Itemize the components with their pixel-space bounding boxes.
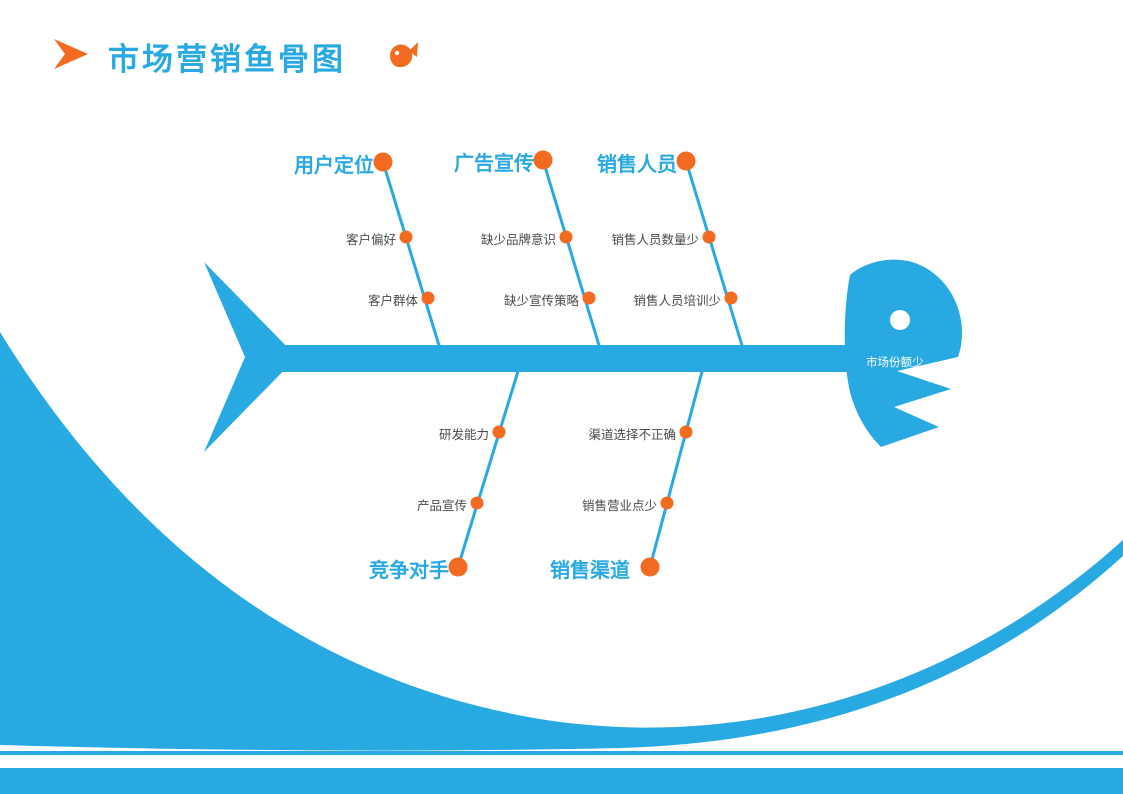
wave-background (0, 332, 1123, 751)
branch-line-bottom-1 (648, 367, 705, 568)
branch-line-top-2 (684, 160, 746, 353)
cause-label: 客户群体 (367, 293, 418, 308)
cause-label: 研发能力 (438, 427, 489, 442)
branch-dot (448, 557, 468, 577)
fish-tail-shape (204, 262, 297, 452)
effect-label: 市场份额少 (866, 355, 924, 369)
fish-head-shape (844, 259, 962, 447)
branch-line-bottom-0 (456, 367, 521, 568)
page-title: 市场营销鱼骨图 (108, 42, 346, 78)
cause-dot (559, 230, 573, 244)
cause-dot (399, 230, 413, 244)
bottom-bar (0, 768, 1123, 794)
cause-label: 缺少品牌意识 (480, 232, 556, 247)
bottom-line (0, 751, 1123, 755)
cause-label: 产品宣传 (416, 498, 467, 513)
category-label-competitors: 竞争对手 (369, 558, 449, 582)
flag-bullet-icon (54, 39, 88, 69)
cause-dot (660, 496, 674, 510)
fish-icon (390, 42, 418, 68)
branch-dot (640, 557, 660, 577)
branch-dot (373, 152, 393, 172)
branch-dot (533, 150, 553, 170)
branch-line-top-0 (381, 161, 443, 353)
cause-label: 销售营业点少 (581, 498, 657, 513)
cause-dot (421, 291, 435, 305)
branch-line-top-1 (541, 159, 603, 353)
branch-dot (676, 151, 696, 171)
cause-dot (702, 230, 716, 244)
category-label-user-positioning: 用户定位 (294, 153, 374, 177)
cause-dot (724, 291, 738, 305)
cause-label: 缺少宣传策略 (503, 293, 579, 308)
fish-spine (282, 345, 874, 372)
cause-label: 销售人员数量少 (611, 232, 699, 247)
category-label-sales-channels: 销售渠道 (550, 558, 630, 582)
cause-dot (492, 425, 506, 439)
category-label-sales-staff: 销售人员 (597, 152, 677, 176)
cause-label: 销售人员培训少 (633, 293, 721, 308)
category-label-advertising: 广告宣传 (454, 151, 534, 175)
cause-label: 渠道选择不正确 (588, 427, 676, 442)
cause-dot (470, 496, 484, 510)
cause-dot (679, 425, 693, 439)
cause-label: 客户偏好 (345, 232, 396, 247)
fish-eye-icon (890, 310, 910, 330)
cause-dot (582, 291, 596, 305)
